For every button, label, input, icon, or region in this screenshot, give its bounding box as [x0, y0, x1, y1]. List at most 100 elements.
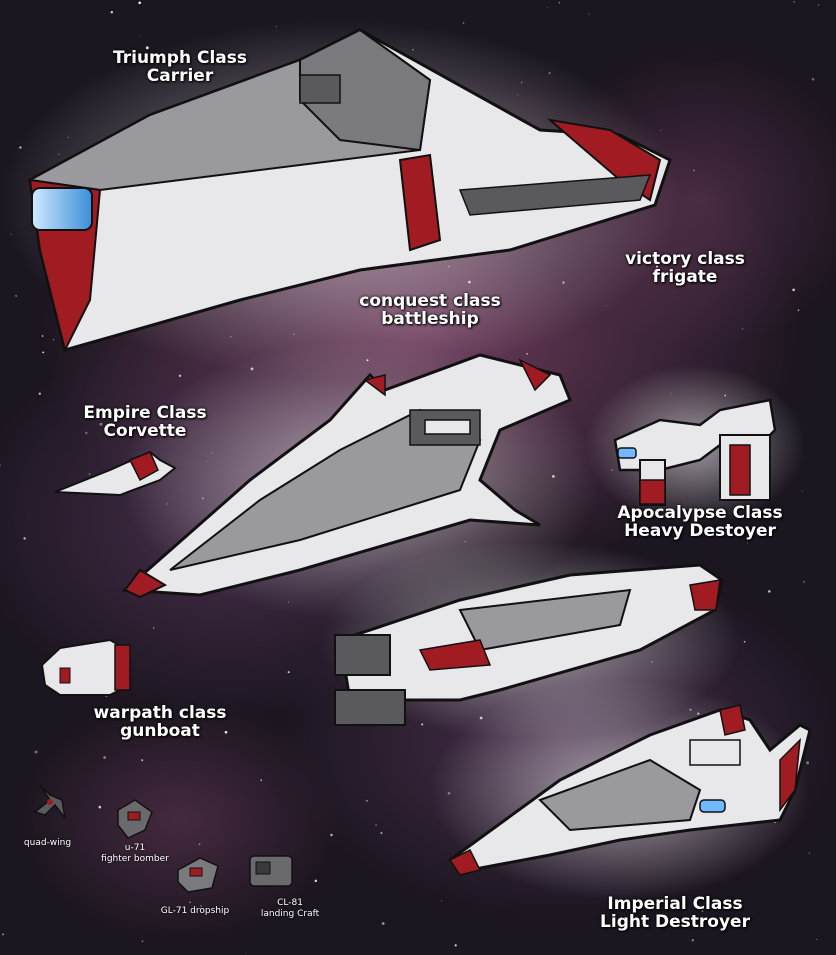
star: [85, 431, 88, 435]
star: [660, 129, 662, 132]
star: [808, 852, 811, 854]
star: [803, 581, 805, 583]
gl71-dropship-label: GL-71 dropship: [155, 906, 235, 917]
star: [793, 1, 795, 3]
star: [740, 904, 743, 907]
label-line: Heavy Destoyer: [624, 521, 776, 541]
star: [200, 905, 202, 907]
star: [178, 374, 182, 377]
corvette-ship-icon: [54, 450, 177, 497]
star: [2, 933, 5, 936]
heavy-destroyer-ship-icon: [320, 540, 740, 740]
frigate-ship-icon: [585, 365, 805, 525]
star: [64, 840, 65, 842]
label-line: victory class: [625, 249, 745, 269]
label-line: CL-81: [277, 898, 303, 908]
star: [15, 294, 18, 297]
landing-craft-icon: [249, 855, 293, 887]
star: [441, 900, 442, 902]
conquest-battleship-label: conquest class battleship: [355, 292, 505, 328]
label-line: frigate: [652, 267, 718, 287]
star: [42, 351, 45, 354]
star: [375, 824, 377, 826]
star: [701, 910, 704, 912]
label-line: landing Craft: [260, 909, 320, 919]
label-line: battleship: [381, 309, 479, 329]
star: [189, 901, 191, 904]
star: [743, 640, 746, 643]
u71-fighter-label: u-71 fighter bomber: [95, 843, 175, 865]
star: [41, 335, 44, 337]
star: [287, 671, 290, 674]
star: [103, 756, 106, 759]
star: [141, 759, 144, 762]
apocalypse-destroyer-label: Apocalypse Class Heavy Destoyer: [615, 504, 785, 540]
label-line: Corvette: [103, 421, 187, 441]
star: [768, 590, 771, 593]
label-line: conquest class: [359, 291, 501, 311]
star: [380, 832, 383, 835]
star: [23, 537, 26, 540]
quad-wing-label: quad-wing: [15, 838, 80, 849]
dropship-icon: [177, 857, 219, 893]
label-line: Light Destroyer: [600, 912, 750, 932]
star: [224, 730, 228, 734]
star: [38, 392, 41, 395]
label-line: fighter bomber: [101, 854, 169, 864]
star: [816, 938, 818, 941]
star: [797, 309, 800, 312]
star: [0, 464, 1, 467]
star: [330, 833, 333, 837]
fighter-bomber-icon: [117, 799, 153, 839]
star: [314, 879, 318, 883]
star: [145, 46, 149, 50]
star: [546, 6, 548, 8]
imperial-destroyer-label: Imperial Class Light Destroyer: [595, 895, 755, 931]
star: [138, 1, 142, 5]
star: [693, 169, 695, 172]
carrier-ship-icon: [0, 20, 680, 380]
light-destroyer-ship-icon: [430, 680, 812, 900]
label-line: GL-71 dropship: [160, 906, 230, 916]
empire-corvette-label: Empire Class Corvette: [80, 404, 210, 440]
victory-frigate-label: victory class frigate: [615, 250, 755, 286]
star: [366, 799, 368, 802]
star: [792, 288, 795, 292]
star: [811, 77, 815, 81]
star: [381, 922, 385, 925]
star: [34, 750, 38, 754]
label-line: Empire Class: [83, 403, 207, 423]
star: [747, 542, 748, 544]
cl81-landing-label: CL-81 landing Craft: [250, 898, 330, 920]
star: [98, 805, 102, 809]
label-line: gunboat: [120, 721, 200, 741]
label-line: Apocalypse Class: [617, 503, 783, 523]
star: [88, 473, 91, 475]
star: [741, 328, 744, 330]
label-line: Imperial Class: [607, 894, 743, 914]
star: [245, 953, 247, 955]
warpath-gunboat-label: warpath class gunboat: [90, 704, 230, 740]
star: [222, 912, 224, 914]
label-line: warpath class: [93, 703, 227, 723]
star: [260, 779, 263, 782]
star: [558, 2, 561, 4]
label-line: Carrier: [146, 66, 214, 86]
star: [198, 843, 201, 846]
label-line: quad-wing: [23, 838, 72, 848]
star: [454, 944, 457, 947]
star: [801, 490, 803, 492]
gunboat-ship-icon: [40, 638, 132, 696]
star: [52, 339, 55, 341]
star: [691, 938, 695, 942]
star: [110, 10, 114, 14]
star: [141, 940, 144, 943]
star: [462, 22, 465, 24]
star: [817, 4, 820, 6]
star: [655, 265, 659, 268]
star: [588, 13, 590, 15]
label-line: u-71: [124, 843, 146, 853]
triumph-carrier-label: Triumph Class Carrier: [110, 49, 250, 85]
star: [526, 353, 528, 355]
